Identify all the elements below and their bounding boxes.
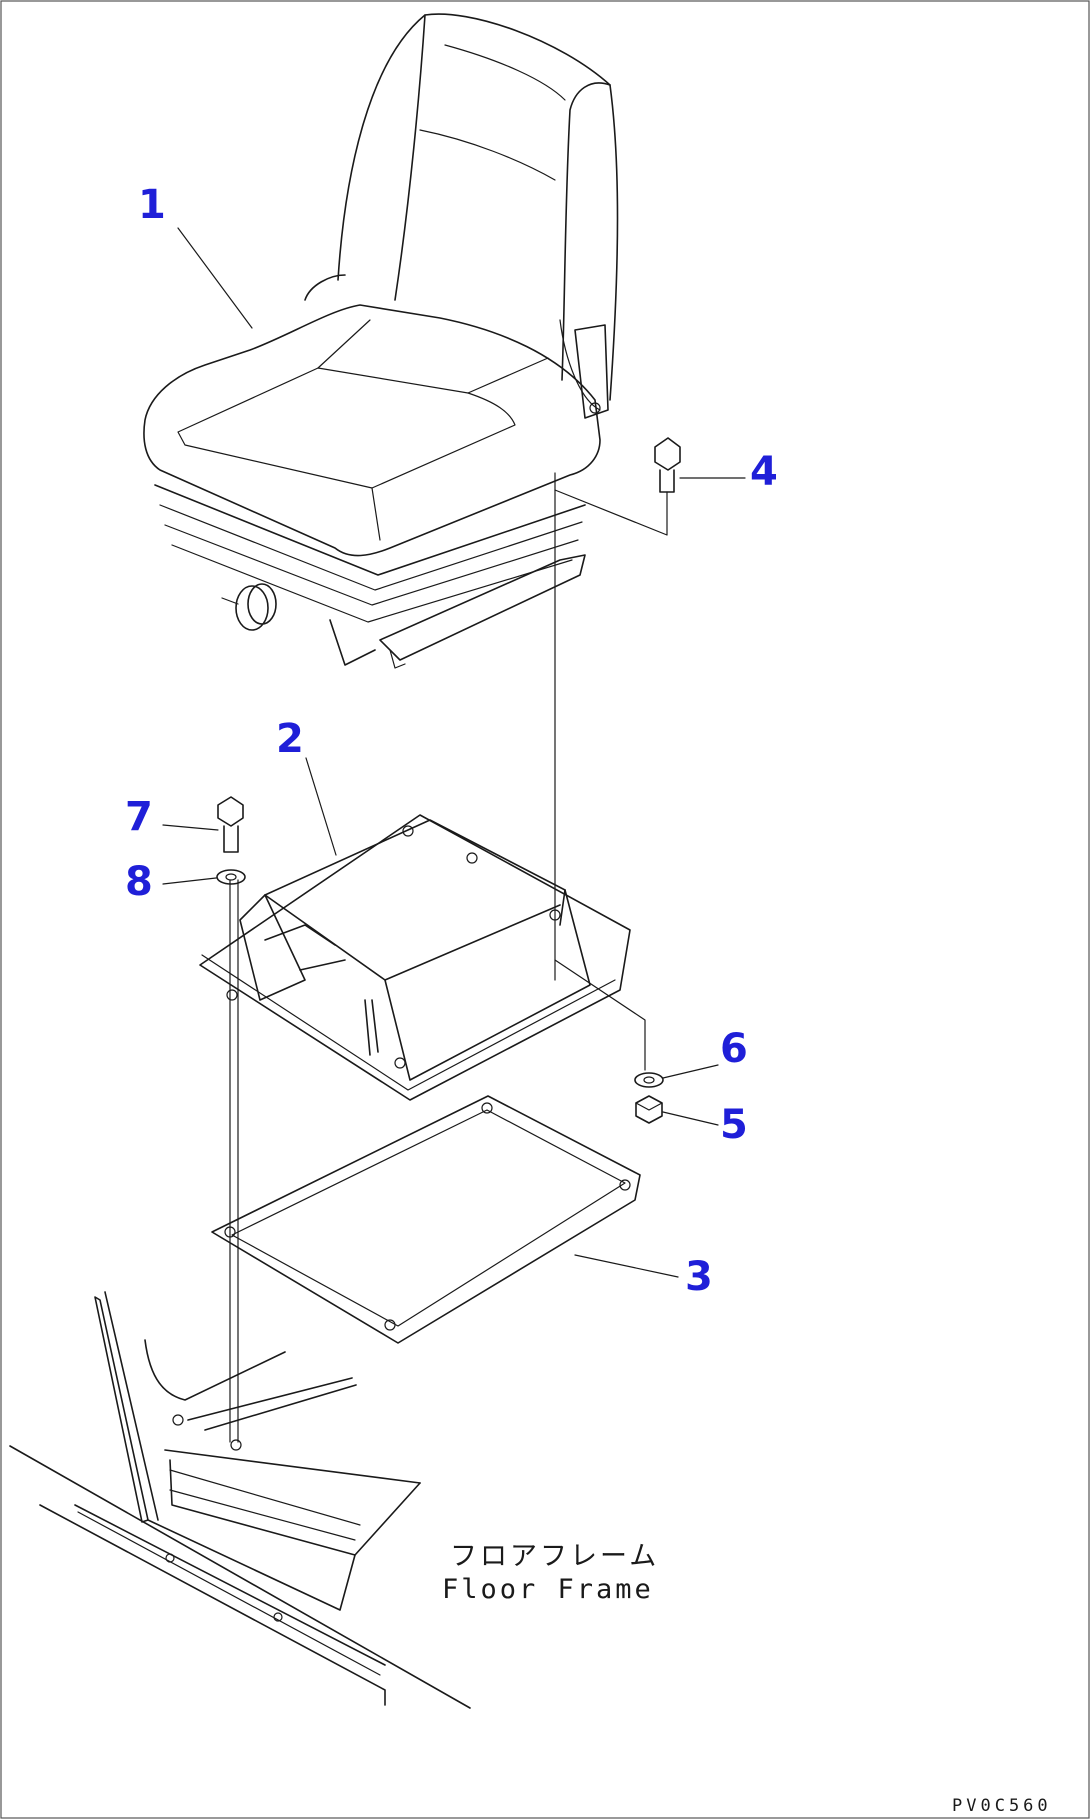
callout-3: 3 [685, 1254, 713, 1300]
seat-part [143, 13, 619, 669]
floor-frame-label-english: Floor Frame [442, 1574, 654, 1605]
callout-6: 6 [720, 1026, 748, 1072]
callout-2: 2 [276, 716, 304, 762]
callout-1: 1 [138, 182, 166, 228]
nut-part-5 [635, 1095, 663, 1124]
leader-lines [162, 227, 746, 1278]
seat-gasket-part [211, 1095, 641, 1344]
callout-7: 7 [125, 794, 153, 840]
bolt-part-7 [217, 796, 244, 853]
callout-5: 5 [720, 1102, 748, 1148]
floor-frame-label-japanese: フロアフレーム [450, 1541, 659, 1572]
drawing-code: PV0C560 [952, 1796, 1052, 1816]
callout-4: 4 [750, 449, 778, 495]
washer-part-6 [634, 1072, 664, 1088]
callout-8: 8 [125, 859, 153, 905]
floor-frame [9, 1291, 471, 1709]
seat-bracket-part [199, 814, 631, 1101]
washer-part-8 [216, 869, 246, 885]
assembly-lines [229, 472, 668, 1443]
bolt-part-4 [654, 437, 681, 493]
